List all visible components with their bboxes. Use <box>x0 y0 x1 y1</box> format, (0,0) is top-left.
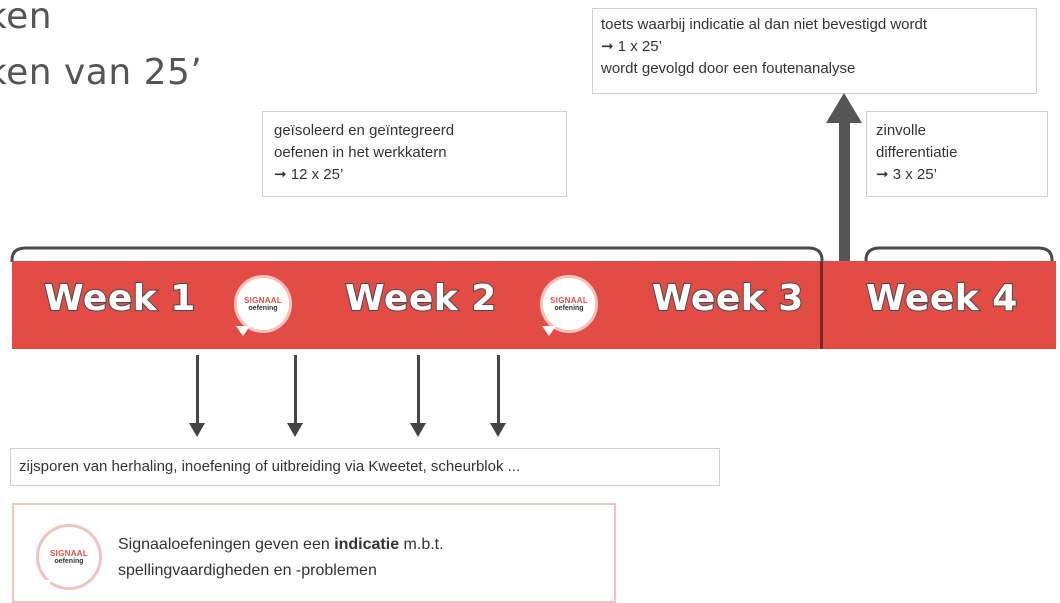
note-line-1-pre: Signaaloefeningen geven een <box>118 536 335 553</box>
badge-1-title: SIGNAAL <box>243 296 283 305</box>
down-arrow-1-icon <box>189 423 205 437</box>
down-arrow-1-shaft <box>196 355 199 425</box>
badge-2-title: SIGNAAL <box>549 296 589 305</box>
right-info-box: zinvolle differentiatie ➞ 3 x 25’ <box>866 111 1048 197</box>
note-line-2: spellingvaardigheden en -problemen <box>118 562 377 579</box>
middle-info-box: geïsoleerd en geïntegreerd oefenen in he… <box>262 111 567 197</box>
week-3-label: Week 3 <box>651 277 804 320</box>
timeline-bar <box>12 261 1056 349</box>
note-signaal-badge: SIGNAAL oefening <box>36 524 102 590</box>
bottom-info-box: zijsporen van herhaling, inoefening of u… <box>10 448 720 486</box>
note-text: Signaaloefeningen geven een indicatie m.… <box>118 532 444 584</box>
right-info-line-2: differentiatie <box>876 144 958 161</box>
note-badge-tail <box>38 580 52 590</box>
right-info-line-3: ➞ 3 x 25’ <box>876 166 937 183</box>
note-badge-subtitle: oefening <box>54 558 84 565</box>
week-4-label: Week 4 <box>865 277 1018 320</box>
bottom-info-text: zijsporen van herhaling, inoefening of u… <box>19 458 521 475</box>
signaal-badge-1: SIGNAAL oefening <box>234 275 292 333</box>
week-2-label: Week 2 <box>344 277 497 320</box>
up-arrow-shaft <box>839 120 850 261</box>
down-arrow-3-icon <box>410 423 426 437</box>
note-line-1: Signaaloefeningen geven een indicatie m.… <box>118 532 444 558</box>
badge-2-tail <box>542 326 556 336</box>
badge-1-subtitle: oefening <box>248 305 278 312</box>
brackets <box>10 246 1054 262</box>
timeline-divider <box>820 261 823 349</box>
middle-info-line-2: oefenen in het werkkatern <box>274 144 447 161</box>
note-line-1-post: m.b.t. <box>399 536 444 553</box>
top-info-line-2: ➞ 1 x 25’ <box>601 38 662 55</box>
signaal-badge-2: SIGNAAL oefening <box>540 275 598 333</box>
bracket-weeks-1-3 <box>10 246 824 262</box>
title-line-2: ken van 25’ <box>0 52 203 93</box>
top-info-line-3: wordt gevolgd door een foutenanalyse <box>601 60 856 77</box>
middle-info-line-3: ➞ 12 x 25’ <box>274 166 344 183</box>
down-arrow-4-icon <box>490 423 506 437</box>
bracket-week-4 <box>864 246 1054 262</box>
down-arrow-2-icon <box>287 423 303 437</box>
note-badge-title: SIGNAAL <box>49 549 89 558</box>
top-info-line-1: toets waarbij indicatie al dan niet beve… <box>601 16 928 33</box>
down-arrow-3-shaft <box>417 355 420 425</box>
signaal-note-box <box>12 503 616 603</box>
week-1-label: Week 1 <box>43 277 196 320</box>
down-arrow-4-shaft <box>497 355 500 425</box>
note-line-1-bold: indicatie <box>334 536 400 553</box>
middle-info-line-1: geïsoleerd en geïntegreerd <box>274 122 455 139</box>
top-info-box: toets waarbij indicatie al dan niet beve… <box>592 8 1037 94</box>
badge-2-subtitle: oefening <box>554 305 584 312</box>
badge-1-tail <box>236 326 250 336</box>
up-arrow-icon <box>826 93 862 123</box>
title-line-1: ken <box>0 0 53 37</box>
right-info-line-1: zinvolle <box>876 122 927 139</box>
down-arrow-2-shaft <box>294 355 297 425</box>
